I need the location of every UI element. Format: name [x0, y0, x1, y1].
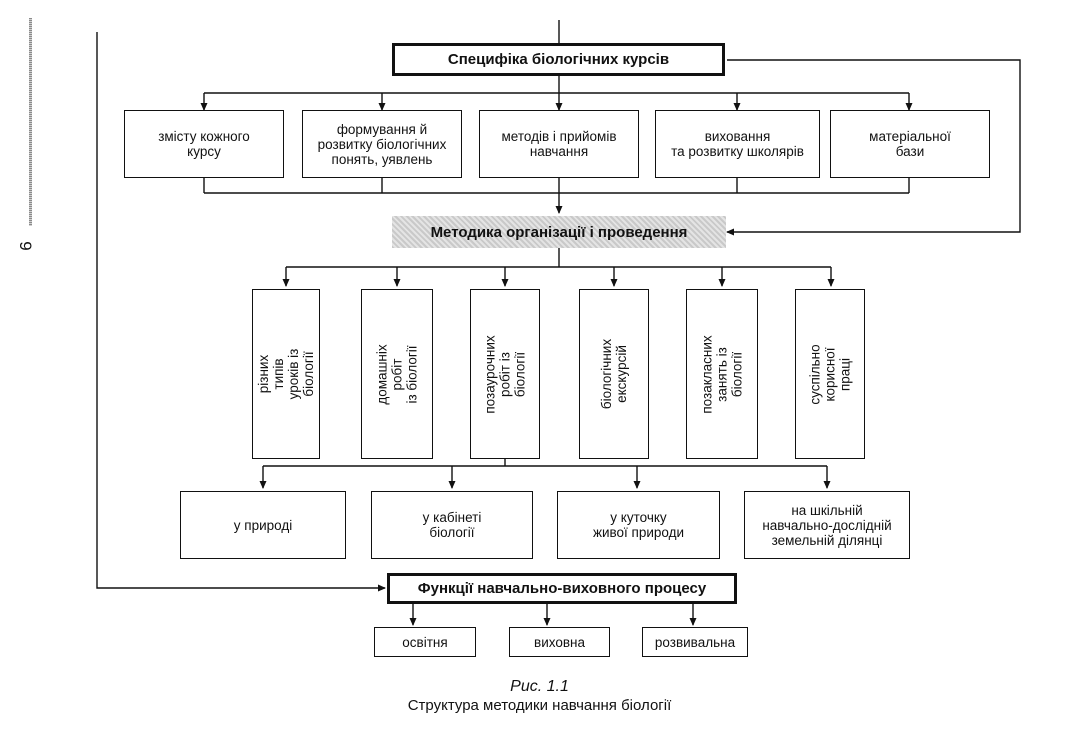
form-box-homework: домашніх робіт із біології [361, 289, 433, 459]
specific-label: змісту кожного курсу [158, 129, 250, 159]
specific-label: методів і прийомів навчання [501, 129, 617, 159]
functions-title: Функції навчально-виховного процесу [417, 580, 707, 597]
methodology-title-box: Методика організації і проведення [392, 216, 726, 248]
function-box-upbringing: виховна [509, 627, 610, 657]
form-label: біологічних екскурсій [599, 338, 629, 410]
function-label: розвивальна [654, 634, 736, 650]
form-label: домашніх робіт із біології [374, 343, 420, 405]
margin-rule [29, 18, 32, 226]
functions-title-box: Функції навчально-виховного процесу [387, 573, 737, 604]
specific-label: виховання та розвитку школярів [671, 129, 804, 159]
place-box-nature-corner: у куточку живої природи [557, 491, 720, 559]
place-box-cabinet: у кабінеті біології [371, 491, 533, 559]
specifics-title: Специфіка біологічних курсів [447, 51, 670, 68]
form-box-excursions: біологічних екскурсій [579, 289, 649, 459]
specifics-title-box: Специфіка біологічних курсів [392, 43, 725, 76]
methodology-title: Методика організації і проведення [430, 223, 688, 241]
form-label: позакласних занять із біології [699, 334, 745, 414]
form-box-extracurricular: позакласних занять із біології [686, 289, 758, 459]
place-label: у кабінеті біології [422, 510, 482, 540]
form-box-out-of-lesson: позаурочних робіт із біології [470, 289, 540, 459]
form-label: позаурочних робіт із біології [482, 334, 528, 414]
form-label: різних типів уроків із біології [256, 348, 316, 400]
left-feedback-line [96, 32, 386, 592]
place-box-school-plot: на шкільній навчально-дослідній земельні… [744, 491, 910, 559]
specific-box-upbringing: виховання та розвитку школярів [655, 110, 820, 178]
specific-box-material-base: матеріальної бази [830, 110, 990, 178]
specific-box-methods: методів і прийомів навчання [479, 110, 639, 178]
specific-box-content: змісту кожного курсу [124, 110, 284, 178]
function-label: виховна [534, 634, 585, 650]
form-label: суспільно корисної праці [807, 343, 853, 405]
place-label: у куточку живої природи [592, 510, 685, 540]
function-box-developmental: розвивальна [642, 627, 748, 657]
place-box-nature: у природі [180, 491, 346, 559]
specific-box-concepts: формування й розвитку біологічних понять… [302, 110, 462, 178]
figure-caption: Структура методики навчання біології [407, 697, 672, 714]
specific-label: матеріальної бази [869, 129, 951, 159]
form-box-useful-work: суспільно корисної праці [795, 289, 865, 459]
right-feedback-line [726, 59, 1021, 236]
place-label: у природі [233, 517, 293, 533]
figure-label: Рис. 1.1 [510, 678, 569, 695]
form-box-lessons: різних типів уроків із біології [252, 289, 320, 459]
place-label: на шкільній навчально-дослідній земельні… [762, 502, 892, 548]
function-box-educational: освітня [374, 627, 476, 657]
function-label: освітня [402, 634, 448, 650]
specific-label: формування й розвитку біологічних понять… [317, 121, 447, 167]
